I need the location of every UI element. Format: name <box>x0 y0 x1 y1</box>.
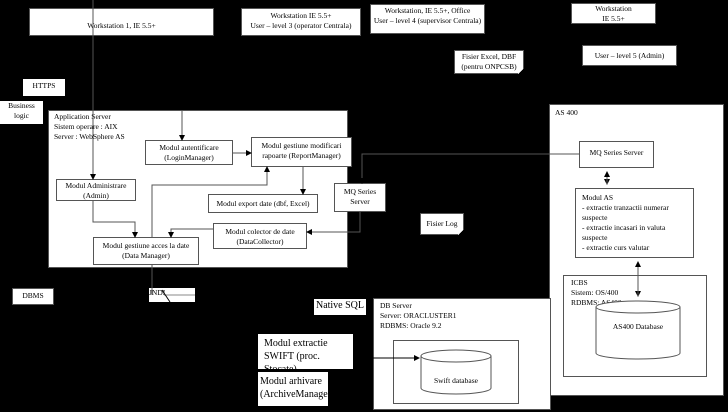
workstation-1-line1: Workstation 1, IE 5.5+ <box>87 21 156 30</box>
workstation-3-line1: Workstation, IE 5.5+, Office <box>384 6 471 15</box>
native-sql-label: Native SQL <box>314 299 366 315</box>
workstation-4-line2: IE 5.5+ <box>602 14 625 23</box>
connector-as400mq-appmq <box>359 153 579 184</box>
swift-extract-module: Modul extractie SWIFT (proc. Stocate) <box>258 334 353 375</box>
archive-module: Modul arhivare (ArchiveManager) <box>258 372 334 406</box>
https-text: HTTPS <box>32 81 56 90</box>
workstation-3: Workstation, IE 5.5+, Office User – leve… <box>370 4 485 34</box>
as400-mq-series-server: MQ Series Server <box>579 141 654 168</box>
as400-title: AS 400 <box>555 108 578 117</box>
log-file-note: Fisier Log <box>420 213 464 235</box>
data-collector-module: Modul colector de date (DataCollector) <box>213 223 307 249</box>
modul-as: Modul AS - extractie tranzactii numerar … <box>575 188 694 258</box>
data-manager-module: Modul gestiune acces la date (Data Manag… <box>93 237 199 265</box>
excel-dbf-file-note: Fisier Excel, DBF (pentru ONPCSB) <box>454 50 524 74</box>
dbms-label: DBMS <box>12 288 54 305</box>
workstation-2: Workstation IE 5.5+ User – level 3 (oper… <box>241 8 361 36</box>
swift-db-inner <box>393 340 519 404</box>
mq-series-server-app: MQ Series Server <box>334 183 386 212</box>
workstation-2-line2: User – level 3 (operator Centrala) <box>250 21 352 30</box>
excel-note-line2: (pentru ONPCSB) <box>461 62 517 71</box>
workstation-1: Workstation 1, IE 5.5+ (User - level 1 s… <box>29 8 214 50</box>
dbms-text: DBMS <box>22 291 44 300</box>
log-file-label: Fisier Log <box>426 219 458 228</box>
workstation-1-line2: (User - level 1 si 2 (operator, supervis… <box>48 41 195 50</box>
workstation-4: Workstation IE 5.5+ <box>571 3 656 24</box>
jndi-label: JNDI <box>149 288 195 302</box>
admin-module: Modul Administrare (Admin) <box>56 179 136 201</box>
business-logic-label: Business logic <box>0 101 43 124</box>
workstation-2-line1: Workstation IE 5.5+ <box>270 11 332 20</box>
excel-note-line1: Fisier Excel, DBF <box>461 52 517 61</box>
admin-user-box: User – level 5 (Admin) <box>582 45 677 66</box>
application-server-title: Application Server Sistem operare : AIX … <box>54 112 125 141</box>
jndi-text: JNDI <box>149 288 166 297</box>
native-sql-text: Native SQL <box>315 300 365 311</box>
https-label: HTTPS <box>23 79 65 96</box>
workstation-3-line2: User – level 4 (supervisor Centrala) <box>373 16 482 25</box>
swift-database-label: Swift database <box>434 376 478 385</box>
login-manager-module: Modul autentificare (LoginManager) <box>145 140 233 165</box>
workstation-4-line1: Workstation <box>595 4 632 13</box>
admin-user-label: User – level 5 (Admin) <box>594 51 665 60</box>
report-manager-module: Modul gestiune modificari rapoarte (Repo… <box>251 137 352 167</box>
as400-database-label: AS400 Database <box>612 322 664 331</box>
export-module: Modul export date (dbf, Excel) <box>208 194 318 213</box>
